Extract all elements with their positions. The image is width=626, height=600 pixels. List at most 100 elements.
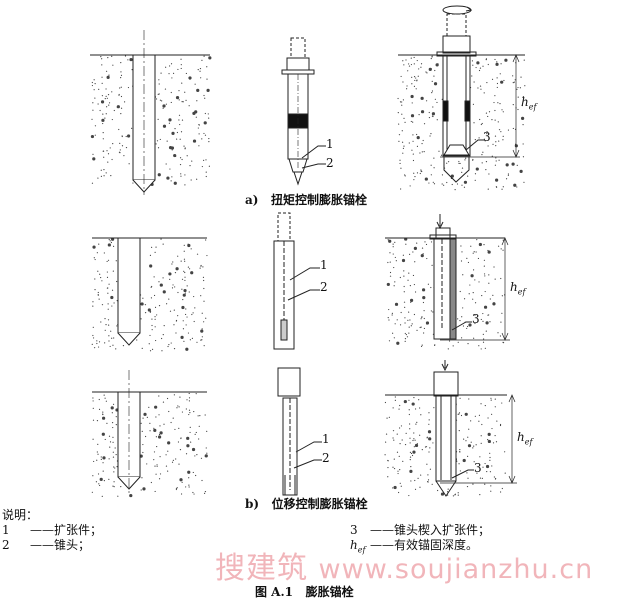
concrete-speck bbox=[476, 472, 478, 474]
concrete-speck bbox=[120, 77, 122, 79]
concrete-speck bbox=[464, 159, 466, 161]
concrete-speck bbox=[101, 304, 104, 306]
concrete-speck bbox=[500, 321, 502, 323]
concrete-speck bbox=[400, 311, 402, 314]
figure-title: 图 A.1 膨胀锚栓 bbox=[255, 585, 354, 599]
concrete-speck bbox=[96, 420, 99, 422]
concrete-speck bbox=[487, 250, 491, 254]
concrete-speck bbox=[107, 319, 110, 321]
concrete-speck bbox=[171, 263, 173, 265]
concrete-speck bbox=[154, 465, 156, 467]
concrete-speck bbox=[173, 348, 176, 350]
concrete-speck bbox=[522, 96, 525, 98]
concrete-speck bbox=[196, 253, 199, 255]
concrete-speck bbox=[488, 173, 490, 175]
concrete-speck bbox=[121, 135, 123, 138]
concrete-speck bbox=[151, 318, 153, 320]
concrete-speck bbox=[479, 456, 481, 458]
concrete-speck bbox=[402, 99, 405, 101]
concrete-speck bbox=[483, 265, 485, 267]
concrete-speck bbox=[496, 86, 498, 89]
concrete-speck bbox=[409, 285, 411, 287]
concrete-speck bbox=[206, 78, 208, 80]
concrete-speck bbox=[168, 272, 172, 276]
concrete-speck bbox=[120, 113, 122, 115]
concrete-speck bbox=[172, 459, 174, 462]
concrete-speck bbox=[98, 398, 100, 401]
concrete-speck bbox=[483, 273, 486, 275]
concrete-speck bbox=[500, 80, 504, 84]
concrete-speck bbox=[160, 72, 162, 74]
concrete-speck bbox=[482, 320, 484, 322]
concrete-speck bbox=[423, 123, 426, 125]
concrete-speck bbox=[392, 407, 394, 409]
concrete-speck bbox=[402, 81, 404, 83]
concrete-speck bbox=[163, 423, 165, 425]
concrete-speck bbox=[148, 406, 150, 408]
concrete-speck bbox=[410, 114, 415, 118]
caption-b-text: 位移控制膨胀锚栓 bbox=[271, 497, 368, 511]
concrete-speck bbox=[186, 155, 188, 157]
concrete-speck bbox=[110, 295, 114, 300]
concrete-speck bbox=[410, 452, 413, 455]
concrete-speck bbox=[487, 432, 491, 436]
concrete-speck bbox=[104, 317, 106, 320]
concrete-speck bbox=[396, 433, 398, 435]
concrete-speck bbox=[420, 474, 422, 476]
concrete-speck bbox=[165, 465, 168, 467]
concrete-speck bbox=[141, 430, 143, 432]
concrete-speck bbox=[198, 124, 200, 126]
concrete-speck bbox=[204, 414, 206, 416]
concrete-speck bbox=[472, 269, 475, 271]
concrete-speck bbox=[158, 478, 161, 480]
concrete-speck bbox=[413, 85, 416, 87]
concrete-speck bbox=[159, 283, 163, 287]
concrete-speck bbox=[92, 334, 94, 337]
concrete-speck bbox=[410, 301, 412, 303]
concrete-speck bbox=[111, 412, 113, 414]
concrete-speck bbox=[514, 79, 516, 81]
concrete-speck bbox=[106, 97, 108, 99]
concrete-speck bbox=[425, 321, 430, 325]
concrete-speck bbox=[173, 181, 177, 185]
concrete-speck bbox=[432, 311, 434, 313]
concrete-speck bbox=[177, 441, 180, 443]
concrete-speck bbox=[170, 180, 172, 182]
concrete-speck bbox=[184, 174, 186, 176]
concrete-speck bbox=[397, 472, 399, 475]
concrete-speck bbox=[158, 93, 160, 95]
torque-anchor-a bbox=[281, 37, 326, 186]
concrete-speck bbox=[182, 101, 184, 103]
concrete-speck bbox=[179, 163, 182, 166]
concrete-speck bbox=[177, 68, 179, 71]
concrete-speck bbox=[504, 451, 506, 453]
concrete-speck bbox=[111, 55, 113, 57]
concrete-speck bbox=[479, 118, 481, 121]
concrete-speck bbox=[482, 65, 484, 67]
concrete-speck bbox=[458, 430, 460, 432]
concrete-speck bbox=[408, 272, 410, 274]
concrete-speck bbox=[494, 278, 496, 280]
hef-sub: ef bbox=[524, 437, 533, 447]
concrete-speck bbox=[195, 431, 197, 434]
concrete-speck bbox=[465, 440, 467, 442]
concrete-speck bbox=[91, 118, 93, 120]
concrete-speck bbox=[451, 183, 453, 186]
concrete-speck bbox=[108, 102, 111, 104]
concrete-speck bbox=[389, 271, 392, 274]
concrete-speck bbox=[200, 265, 202, 267]
concrete-speck bbox=[416, 172, 419, 174]
concrete-speck bbox=[473, 251, 475, 253]
concrete-speck bbox=[156, 464, 158, 466]
concrete-speck bbox=[181, 481, 183, 483]
concrete-speck bbox=[92, 301, 94, 303]
watermark-url: www.soujianzhu.cn bbox=[318, 554, 594, 585]
concrete-speck bbox=[102, 132, 104, 134]
concrete-speck bbox=[484, 347, 486, 349]
concrete-speck bbox=[194, 83, 196, 85]
concrete-speck bbox=[172, 284, 174, 286]
concrete-speck bbox=[392, 466, 394, 468]
concrete-speck bbox=[110, 330, 112, 332]
concrete-speck bbox=[97, 453, 99, 455]
concrete-speck bbox=[405, 243, 407, 245]
